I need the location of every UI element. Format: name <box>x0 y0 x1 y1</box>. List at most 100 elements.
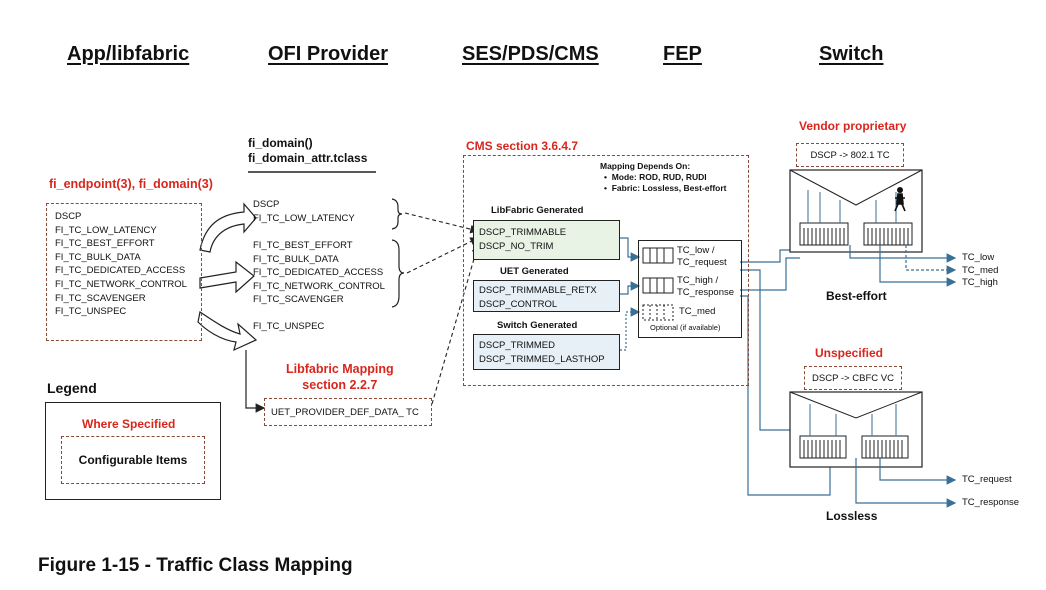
cms-dscp-item: DSCP_TRIMMABLE_RETX <box>479 285 597 296</box>
switch-to-q3 <box>620 307 641 351</box>
ll-output-label: TC_request <box>962 474 1012 485</box>
provider-tc-item: FI_TC_SCAVENGER <box>253 294 344 306</box>
fep-q2-line2: TC_response <box>677 287 735 298</box>
app-tc-item: FI_TC_NETWORK_CONTROL <box>55 278 187 290</box>
switch-vendor-map: DSCP -> 802.1 TC <box>810 150 890 161</box>
brace-group2 <box>391 239 405 308</box>
provider-group1: DSCP FI_TC_LOW_LATENCY <box>253 198 355 225</box>
be-output-label: TC_high <box>962 277 998 288</box>
provider-tc-item: FI_TC_DEDICATED_ACCESS <box>253 267 384 279</box>
be-output-label: TC_med <box>962 264 999 276</box>
header-ses-pds-cms: SES/PDS/CMS <box>462 43 599 65</box>
provider-title: fi_domain() fi_domain_attr.tclass <box>248 136 367 166</box>
be-out-med <box>905 245 957 275</box>
fep-q1-line2: TC_request <box>677 257 727 268</box>
cms-dscp-item: DSCP_TRIMMED_LASTHOP <box>479 353 605 365</box>
app-tc-item: FI_TC_DEDICATED_ACCESS <box>55 265 186 277</box>
cms-notes-title: Mapping Depends On: <box>600 161 691 171</box>
cms-dscp-item: DSCP_TRIMMED <box>479 340 556 351</box>
ll-out-response <box>855 458 957 508</box>
arrow-app-to-group3 <box>197 311 258 352</box>
fep-to-be-switch-2 <box>740 257 800 291</box>
fep-box <box>638 240 742 338</box>
libfabric-to-q1 <box>620 237 641 262</box>
cms-switch-box: DSCP_TRIMMED DSCP_TRIMMED_LASTHOP <box>473 334 620 370</box>
dashed-arrow-group2 <box>406 237 479 274</box>
provider-tc-item: FI_TC_BEST_EFFORT <box>253 240 353 251</box>
header-switch: Switch <box>819 43 884 65</box>
unspec-to-default-line <box>245 350 266 413</box>
cms-dscp-item: DSCP_TRIMMABLE <box>479 227 567 238</box>
cms-switch-label: Switch Generated <box>497 320 578 331</box>
cms-note: • Mode: ROD, RUD, RUDI <box>604 172 707 182</box>
provider-mapping-title-line2: section 2.2.7 <box>302 378 378 392</box>
app-tc-item: FI_TC_SCAVENGER <box>55 292 146 304</box>
fep-q1-line1: TC_low / <box>677 245 715 256</box>
provider-mapping-title: Libfabric Mapping section 2.2.7 <box>286 361 394 393</box>
fep-q3-label: TC_med <box>679 306 716 317</box>
provider-title-line2: fi_domain_attr.tclass <box>248 151 368 165</box>
fep-to-ll-switch-2 <box>740 295 831 496</box>
fep-queue-1 <box>642 247 674 264</box>
app-where-specified-title: fi_endpoint(3), fi_domain(3) <box>49 177 213 191</box>
provider-tc-item: FI_TC_NETWORK_CONTROL <box>253 280 385 292</box>
cms-uet-box: DSCP_TRIMMABLE_RETX DSCP_CONTROL <box>473 280 620 312</box>
provider-tc-item: FI_TC_UNSPEC <box>253 321 325 332</box>
cms-dscp-item: DSCP_NO_TRIM <box>479 240 554 252</box>
cms-dscp-item: DSCP_CONTROL <box>479 298 558 310</box>
cms-note-text: Fabric: Lossless, Best-effort <box>611 183 727 193</box>
lossless-label: Lossless <box>826 509 878 523</box>
be-out-low <box>849 245 957 263</box>
fep-q2-label: TC_high / TC_response <box>677 275 734 299</box>
app-tc-item: FI_TC_UNSPEC <box>55 306 127 318</box>
cms-note-text: Mode: ROD, RUD, RUDI <box>611 172 707 182</box>
fep-to-ll-switch-1 <box>740 269 800 431</box>
lossless-switch <box>789 391 923 468</box>
provider-tc-item: DSCP <box>253 199 280 210</box>
ll-out-request <box>879 458 957 485</box>
best-effort-label: Best-effort <box>826 289 887 303</box>
header-ofi-provider: OFI Provider <box>268 43 389 65</box>
app-tc-list-box: DSCP FI_TC_LOW_LATENCY FI_TC_BEST_EFFORT… <box>46 203 202 341</box>
dashed-arrow-group1 <box>404 212 480 234</box>
ll-output-label: TC_response <box>962 497 1020 508</box>
uet-to-q2 <box>620 281 641 295</box>
app-tc-item: DSCP <box>55 211 82 222</box>
cms-libfabric-label: LibFabric Generated <box>491 205 584 216</box>
provider-group3: FI_TC_UNSPEC <box>253 320 324 334</box>
brace-group1 <box>391 198 403 230</box>
provider-title-line1: fi_domain() <box>248 136 313 150</box>
legend-configurable-box: Configurable Items <box>61 436 205 484</box>
legend-title: Legend <box>47 380 97 396</box>
cms-uet-label: UET Generated <box>500 266 569 277</box>
fep-queue-3 <box>642 304 674 321</box>
best-effort-switch <box>789 169 923 253</box>
legend-configurable: Configurable Items <box>78 453 188 467</box>
legend-where-specified: Where Specified <box>82 417 176 431</box>
fep-queue-2 <box>642 277 674 294</box>
header-fep: FEP <box>663 43 702 65</box>
arrow-app-to-group2 <box>199 260 255 294</box>
cms-note: • Fabric: Lossless, Best-effort <box>604 183 727 193</box>
switch-vendor-map-box: DSCP -> 802.1 TC <box>796 143 904 167</box>
switch-unspecified-title: Unspecified <box>815 346 884 360</box>
switch-vendor-title: Vendor proprietary <box>799 119 907 133</box>
fep-q2-line1: TC_high / <box>677 275 719 286</box>
legend-box: Where Specified Configurable Items <box>45 402 221 500</box>
cms-notes: Mapping Depends On: • Mode: ROD, RUD, RU… <box>600 161 726 194</box>
fep-optional-note: Optional (if available) <box>650 323 721 332</box>
fep-q1-label: TC_low / TC_request <box>677 245 727 269</box>
switch-unspecified-map: DSCP -> CBFC VC <box>812 373 894 384</box>
header-app-libfabric: App/libfabric <box>67 43 190 65</box>
app-tc-item: FI_TC_BEST_EFFORT <box>55 238 155 250</box>
be-output-labels: TC_low TC_med TC_high <box>962 252 998 290</box>
app-tc-item: FI_TC_BULK_DATA <box>55 251 141 263</box>
figure-caption: Figure 1-15 - Traffic Class Mapping <box>38 555 353 576</box>
be-out-high <box>879 245 957 287</box>
switch-unspecified-map-box: DSCP -> CBFC VC <box>804 366 902 390</box>
arrow-app-to-group1 <box>199 202 257 253</box>
cms-libfabric-box: DSCP_TRIMMABLE DSCP_NO_TRIM <box>473 220 620 260</box>
cms-title: CMS section 3.6.4.7 <box>466 139 579 153</box>
provider-mapping-title-line1: Libfabric Mapping <box>286 362 394 376</box>
